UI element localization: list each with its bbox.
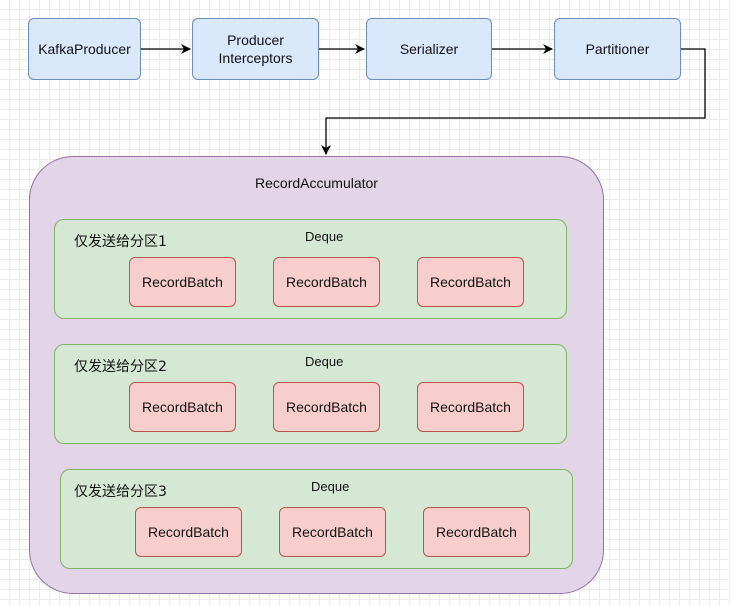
deque-partition-1[interactable]: 仅发送给分区1 Deque RecordBatch RecordBatch Re… [54, 219, 567, 319]
record-batch-label: RecordBatch [142, 274, 223, 290]
record-batch-label: RecordBatch [292, 524, 373, 540]
record-batch-label: RecordBatch [142, 399, 223, 415]
producer-interceptors-label-line2: Interceptors [218, 50, 293, 66]
record-batch-label: RecordBatch [430, 274, 511, 290]
deque-partition-2[interactable]: 仅发送给分区2 Deque RecordBatch RecordBatch Re… [54, 344, 567, 444]
record-batch-label: RecordBatch [286, 274, 367, 290]
record-batch[interactable]: RecordBatch [423, 507, 530, 557]
partitioner-label: Partitioner [585, 41, 650, 57]
record-batch[interactable]: RecordBatch [135, 507, 242, 557]
kafka-producer-label: KafkaProducer [38, 41, 131, 57]
record-accumulator-container[interactable]: RecordAccumulator 仅发送给分区1 Deque RecordBa… [29, 156, 604, 594]
record-batch[interactable]: RecordBatch [129, 382, 236, 432]
record-batch[interactable]: RecordBatch [417, 382, 524, 432]
deque-partition-name: 仅发送给分区3 [74, 484, 167, 500]
arrow-partitioner-to-accumulator [321, 48, 706, 155]
deque-label: Deque [305, 354, 344, 369]
record-accumulator-title: RecordAccumulator [255, 175, 378, 191]
record-batch-label: RecordBatch [436, 524, 517, 540]
serializer-label: Serializer [399, 41, 459, 57]
record-batch[interactable]: RecordBatch [129, 257, 236, 307]
producer-interceptors-node[interactable]: Producer Interceptors [192, 18, 319, 80]
deque-partition-3[interactable]: 仅发送给分区3 Deque RecordBatch RecordBatch Re… [60, 469, 573, 569]
record-batch-label: RecordBatch [148, 524, 229, 540]
deque-partition-name: 仅发送给分区2 [74, 359, 167, 375]
record-batch-label: RecordBatch [286, 399, 367, 415]
record-batch[interactable]: RecordBatch [273, 257, 380, 307]
serializer-node[interactable]: Serializer [366, 18, 492, 80]
kafka-producer-node[interactable]: KafkaProducer [28, 18, 141, 80]
deque-label: Deque [311, 479, 350, 494]
partitioner-node[interactable]: Partitioner [554, 18, 681, 80]
record-batch-label: RecordBatch [430, 399, 511, 415]
deque-partition-name: 仅发送给分区1 [74, 234, 167, 250]
producer-interceptors-label-line1: Producer [227, 32, 284, 48]
record-batch[interactable]: RecordBatch [417, 257, 524, 307]
deque-label: Deque [305, 229, 344, 244]
record-batch[interactable]: RecordBatch [273, 382, 380, 432]
record-batch[interactable]: RecordBatch [279, 507, 386, 557]
